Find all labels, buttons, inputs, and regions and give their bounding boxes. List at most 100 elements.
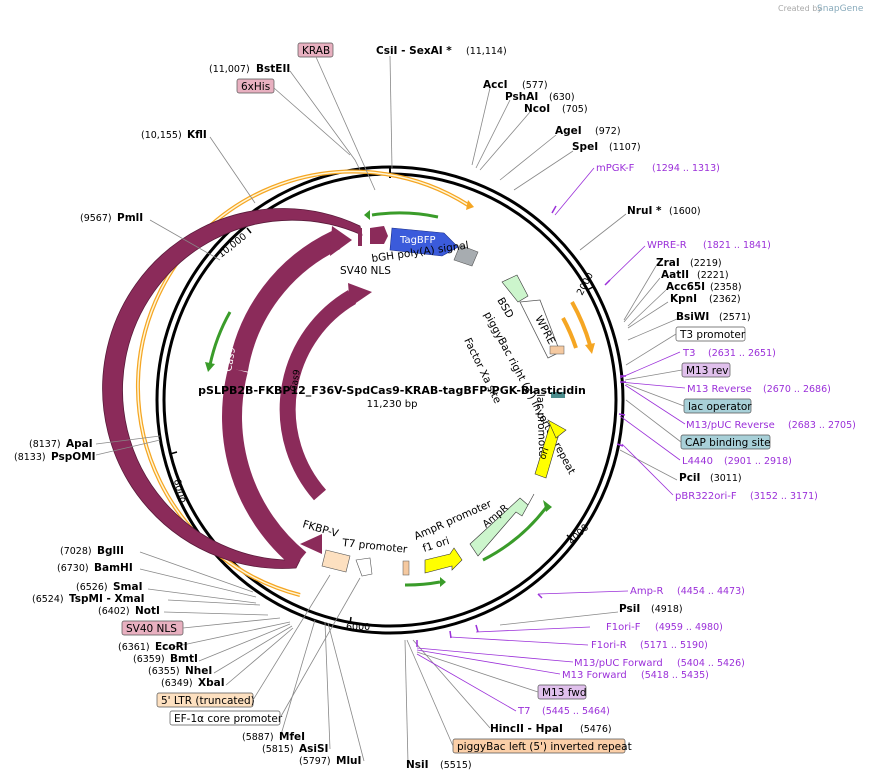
enzyme-hincii-hpai: HincII - HpaI bbox=[490, 723, 563, 735]
enzyme-acci-pos: (577) bbox=[522, 80, 548, 91]
primer-mpgk-f: mPGK-F bbox=[596, 163, 635, 174]
primer-l4440-pos: (2901 .. 2918) bbox=[724, 456, 792, 467]
piggybac-left-label: piggyBac left (5') inverted repeat bbox=[457, 741, 632, 753]
enzyme-bmti-pos: (6359) bbox=[133, 654, 165, 665]
enzyme-ncoi-pos: (705) bbox=[562, 104, 588, 115]
f1-ori-arrow bbox=[424, 547, 463, 574]
small-marker-top bbox=[358, 228, 362, 246]
right-enzymes: CsiI - SexAI * (11,114) AccI (577) PshAI… bbox=[376, 45, 751, 771]
green-arrow-bottom-right bbox=[482, 504, 550, 562]
cas9-inner-arc bbox=[279, 290, 357, 501]
primer-pbr322ori-f: pBR322ori-F bbox=[675, 491, 737, 502]
primer-pbr322ori-f-pos: (3152 .. 3171) bbox=[750, 491, 818, 502]
enzyme-pmli: PmlI bbox=[117, 212, 143, 224]
enzyme-xbai-pos: (6349) bbox=[161, 678, 193, 689]
cas9-outer-body bbox=[222, 367, 307, 568]
primers: mPGK-F (1294 .. 1313) WPRE-R (1821 .. 18… bbox=[517, 163, 856, 717]
orange-arrow-right-2 bbox=[561, 317, 578, 349]
enzyme-bamhi-pos: (6730) bbox=[57, 563, 89, 574]
primer-m13-puc-reverse: M13/pUC Reverse bbox=[686, 420, 775, 431]
enzyme-acc65i-pos: (2358) bbox=[710, 282, 742, 293]
primer-amp-r: Amp-R bbox=[630, 586, 664, 597]
ef1a-label: EF-1α core promoter bbox=[174, 713, 283, 725]
primer-t3: T3 bbox=[682, 348, 695, 359]
enzyme-psii: PsiI bbox=[619, 603, 640, 615]
tagbfp-label: TagBFP bbox=[399, 235, 436, 246]
tick-6000: 6000 bbox=[346, 622, 370, 633]
cas9-outer-label: Cas9 bbox=[223, 346, 238, 372]
enzyme-asisi: AsiSI bbox=[299, 743, 328, 755]
enzyme-psii-pos: (4918) bbox=[651, 604, 683, 615]
enzyme-apai-pos: (8137) bbox=[29, 439, 61, 450]
enzyme-zrai: ZraI bbox=[656, 257, 680, 269]
primer-t3-pos: (2631 .. 2651) bbox=[708, 348, 776, 359]
cas9-inner-label: Cas9 bbox=[289, 369, 303, 393]
enzyme-nhei-pos: (6355) bbox=[148, 666, 180, 677]
enzyme-acci: AccI bbox=[483, 79, 507, 91]
lac-operator-label: lac operator bbox=[688, 401, 752, 413]
enzyme-kpni-pos: (2362) bbox=[709, 294, 741, 305]
bgh-polya-box bbox=[453, 244, 479, 267]
primer-site-marks bbox=[416, 205, 626, 647]
enzyme-bsiwi-pos: (2571) bbox=[719, 312, 751, 323]
bsd-arrow bbox=[501, 274, 529, 303]
t3-promoter-label: T3 promoter bbox=[679, 329, 746, 341]
krab-label: KRAB bbox=[302, 45, 330, 57]
sv40-nls-label: SV40 NLS bbox=[126, 623, 177, 635]
sv40-nls-arrow bbox=[370, 226, 388, 244]
t7-promoter-label: T7 promoter bbox=[341, 537, 409, 556]
green-arrow-bottom bbox=[404, 580, 441, 587]
cas9-outer-arc bbox=[102, 208, 363, 569]
m13-rev-label: M13 rev bbox=[686, 365, 729, 377]
enzyme-smai: SmaI bbox=[113, 581, 143, 593]
enzyme-ecori-pos: (6361) bbox=[118, 642, 150, 653]
enzyme-agei: AgeI bbox=[555, 125, 582, 137]
enzyme-spei: SpeI bbox=[572, 141, 598, 153]
primer-l4440: L4440 bbox=[682, 456, 713, 467]
enzyme-nsii-pos: (5515) bbox=[440, 760, 472, 771]
left-enzyme-leaders bbox=[95, 70, 365, 762]
enzyme-acc65i: Acc65I bbox=[666, 281, 705, 293]
enzyme-pshai-pos: (630) bbox=[549, 92, 575, 103]
orange-arc-head bbox=[466, 200, 474, 210]
ltr-label: 5' LTR (truncated) bbox=[161, 695, 255, 707]
enzyme-kfli: KflI bbox=[187, 129, 207, 141]
snapgene-logo: SnapGene bbox=[817, 4, 864, 14]
ori-label: ori bbox=[538, 447, 551, 461]
enzyme-spei-pos: (1107) bbox=[609, 142, 641, 153]
enzyme-bsteii: BstEII bbox=[256, 63, 290, 75]
ampr-arrow bbox=[469, 493, 535, 557]
primer-m13-puc-reverse-pos: (2683 .. 2705) bbox=[788, 420, 856, 431]
enzyme-pcii: PciI bbox=[679, 472, 700, 484]
enzyme-bamhi: BamHI bbox=[94, 562, 133, 574]
primer-mpgk-f-pos: (1294 .. 1313) bbox=[652, 163, 720, 174]
enzyme-tspmi-pos: (6524) bbox=[32, 594, 64, 605]
enzyme-nhei: NheI bbox=[185, 665, 212, 677]
tagbfp-arrow bbox=[389, 227, 459, 257]
enzyme-noti-pos: (6402) bbox=[98, 606, 130, 617]
primer-m13-reverse-pos: (2670 .. 2686) bbox=[763, 384, 831, 395]
primer-m13-forward-pos: (5418 .. 5435) bbox=[641, 670, 709, 681]
watermark-created-by: Created by bbox=[778, 4, 822, 13]
enzyme-pshai: PshAI bbox=[505, 91, 538, 103]
primer-m13-forward: M13 Forward bbox=[562, 670, 627, 681]
bsd-label: BSD bbox=[494, 296, 515, 321]
enzyme-bmti: BmtI bbox=[170, 653, 198, 665]
plasmid-name: pSLPB2B-FKBP12_F36V-SpdCas9-KRAB-tagBFP-… bbox=[198, 384, 586, 397]
primer-t7-pos: (5445 .. 5464) bbox=[542, 706, 610, 717]
m13-fwd-label: M13 fwd bbox=[542, 687, 587, 699]
sv40-nls-inner-label: SV40 NLS bbox=[340, 265, 391, 277]
enzyme-zrai-pos: (2219) bbox=[690, 258, 722, 269]
enzyme-agei-pos: (972) bbox=[595, 126, 621, 137]
primer-wpre-r: WPRE-R bbox=[647, 240, 687, 251]
primer-f1ori-r: F1ori-R bbox=[591, 640, 627, 651]
primer-amp-r-pos: (4454 .. 4473) bbox=[677, 586, 745, 597]
primer-f1ori-f-pos: (4959 .. 4980) bbox=[655, 622, 723, 633]
enzyme-kpni: KpnI bbox=[670, 293, 697, 305]
primer-m13-puc-forward-pos: (5404 .. 5426) bbox=[677, 658, 745, 669]
enzyme-aatii: AatII bbox=[661, 269, 689, 281]
his-box bbox=[236, 78, 275, 94]
enzyme-pspomi: PspOMI bbox=[51, 451, 96, 463]
enzyme-xbai: XbaI bbox=[198, 677, 225, 689]
